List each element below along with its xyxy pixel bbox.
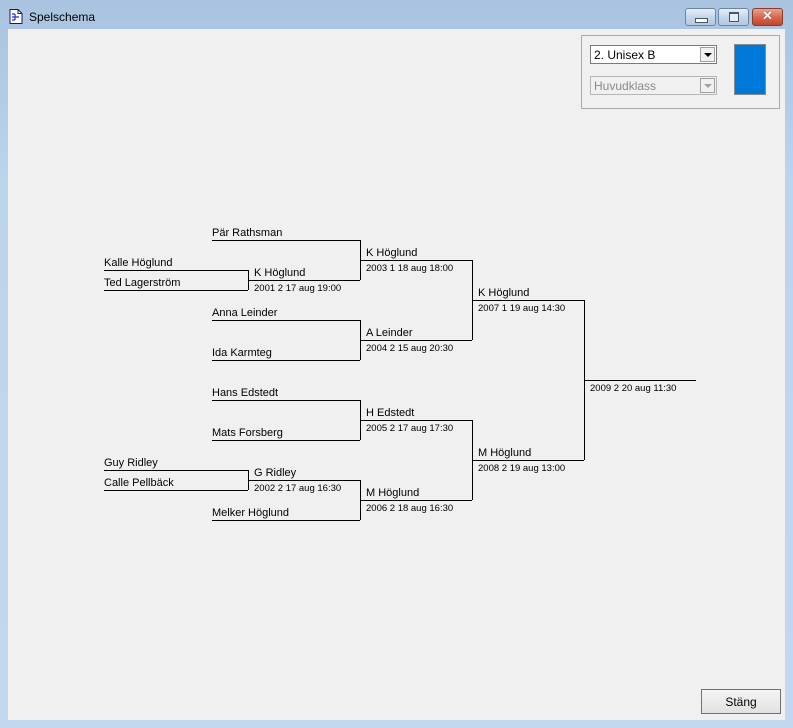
match-winner: K Höglund <box>254 267 306 279</box>
player-name: Calle Pellbäck <box>104 477 174 489</box>
minimize-button[interactable] <box>685 8 716 26</box>
match-info: 2003 1 18 aug 18:00 <box>366 263 454 274</box>
bracket-line <box>360 500 472 501</box>
bracket-line <box>212 440 360 441</box>
bracket-line <box>248 480 360 481</box>
match-info: 2008 2 19 aug 13:00 <box>478 463 566 474</box>
player-name: Anna Leinder <box>212 307 278 319</box>
match-winner: A Leinder <box>366 327 413 339</box>
bracket-line <box>104 290 248 291</box>
player-name: Mats Forsberg <box>212 427 283 439</box>
player-name: Melker Höglund <box>212 507 290 519</box>
bracket-line <box>360 420 472 421</box>
close-window-button[interactable]: ✕ <box>752 8 783 26</box>
player-name: Kalle Höglund <box>104 257 173 269</box>
draw-select: Huvudklass <box>590 76 717 95</box>
match-info: 2005 2 17 aug 17:30 <box>366 423 454 434</box>
match-winner: M Höglund <box>366 487 420 499</box>
close-button[interactable]: Stäng <box>701 689 781 714</box>
match-info: 2007 1 19 aug 14:30 <box>478 303 566 314</box>
draw-select-value: Huvudklass <box>594 79 657 93</box>
match-winner: M Höglund <box>478 447 532 459</box>
bracket-line <box>360 260 472 261</box>
player-name: Hans Edstedt <box>212 387 279 399</box>
player-name: Guy Ridley <box>104 457 158 469</box>
class-color-swatch <box>734 44 766 95</box>
window-title: Spelschema <box>29 10 96 24</box>
bracket-line <box>212 520 360 521</box>
filter-group <box>581 35 780 109</box>
match-winner: H Edstedt <box>366 407 415 419</box>
minimize-icon <box>695 18 708 23</box>
match-winner: G Ridley <box>254 467 297 479</box>
bracket-line <box>472 300 584 301</box>
bracket-line <box>212 360 360 361</box>
class-select-value: 2. Unisex B <box>594 48 656 62</box>
match-info: 2001 2 17 aug 19:00 <box>254 283 342 294</box>
match-info: 2006 2 18 aug 16:30 <box>366 503 454 514</box>
player-name: Ida Karmteg <box>212 347 272 359</box>
bracket-line <box>212 240 360 241</box>
bracket-line <box>104 490 248 491</box>
client-area: 2. Unisex B Huvudklass Kalle Höglund Ted… <box>8 29 785 720</box>
player-name: Ted Lagerström <box>104 277 181 289</box>
tournament-bracket: Kalle Höglund Ted Lagerström K Höglund 2… <box>8 29 785 720</box>
match-info: 2004 2 15 aug 20:30 <box>366 343 454 354</box>
match-winner: K Höglund <box>366 247 418 259</box>
chevron-down-icon[interactable] <box>700 47 715 62</box>
match-info: 2009 2 20 aug 11:30 <box>590 383 677 394</box>
bracket-line <box>472 460 584 461</box>
bracket-line <box>584 380 696 381</box>
bracket-line <box>104 470 248 471</box>
match-info: 2002 2 17 aug 16:30 <box>254 483 342 494</box>
bracket-line <box>104 270 248 271</box>
bracket-line <box>212 320 360 321</box>
bracket-line <box>248 280 360 281</box>
document-icon <box>9 9 23 24</box>
match-winner: K Höglund <box>478 287 530 299</box>
maximize-icon <box>729 12 739 22</box>
player-name: Pär Rathsman <box>212 227 283 239</box>
close-icon: ✕ <box>762 8 773 23</box>
bracket-line <box>212 400 360 401</box>
title-bar[interactable]: Spelschema ✕ <box>0 0 793 29</box>
bracket-line <box>360 340 472 341</box>
chevron-down-icon <box>700 78 715 93</box>
maximize-button[interactable] <box>718 8 749 26</box>
class-select[interactable]: 2. Unisex B <box>590 45 717 64</box>
